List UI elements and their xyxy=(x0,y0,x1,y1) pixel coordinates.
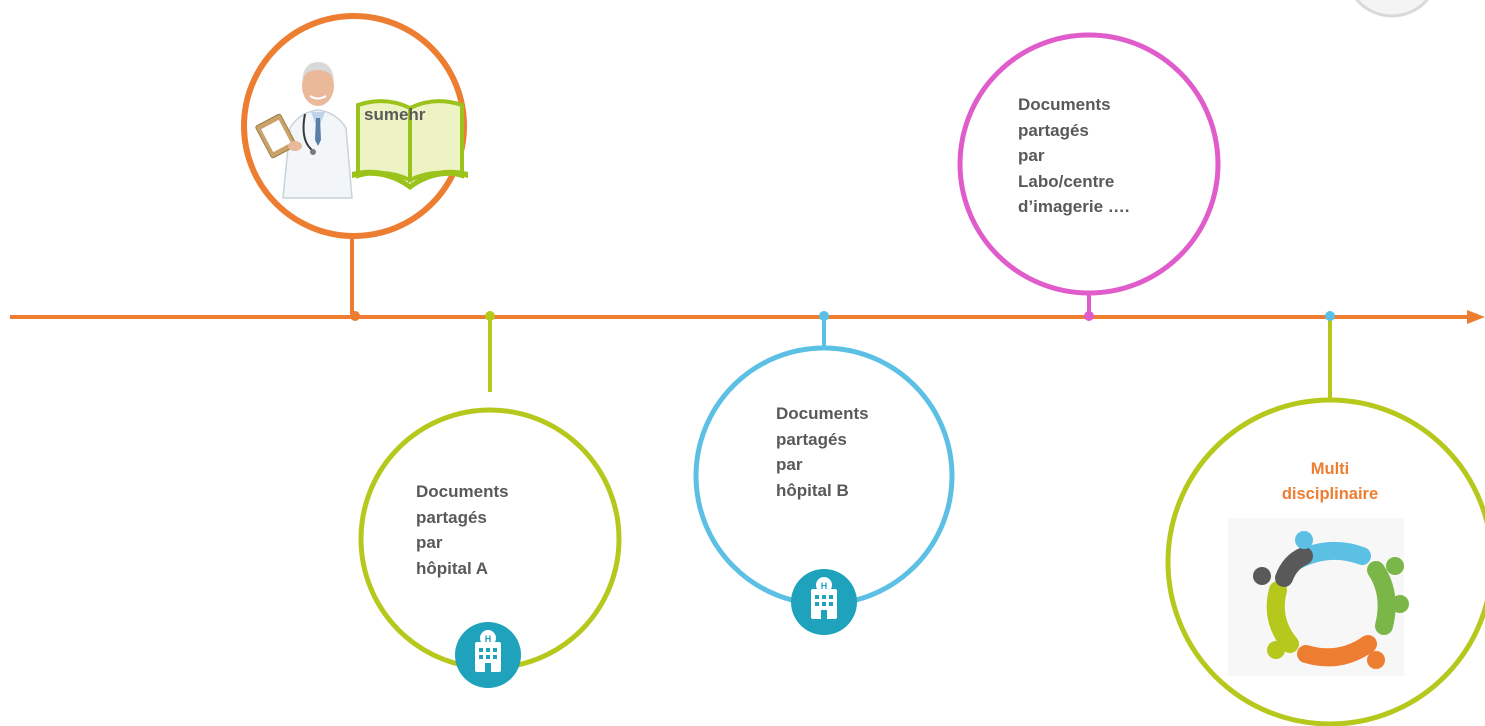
timeline-dot-multi xyxy=(1325,311,1335,321)
doctor-icon xyxy=(255,62,362,199)
timeline-dot-labo xyxy=(1084,311,1094,321)
timeline-arrowhead xyxy=(1467,310,1485,324)
svg-text:H: H xyxy=(821,581,828,591)
hospital-icon: H xyxy=(455,622,521,688)
circle-labo xyxy=(957,32,1221,296)
hospital-a-text: Documents partagés par hôpital A xyxy=(416,482,509,578)
corner-decoration xyxy=(1355,0,1429,18)
timeline-dot-hospital-a xyxy=(485,311,495,321)
hospital-icon: H xyxy=(791,569,857,635)
timeline-dot-sumehr xyxy=(350,311,360,321)
labo-text: Documents partagés par Labo/centre d’ima… xyxy=(1018,95,1130,216)
open-book-icon xyxy=(352,99,468,190)
sumehr-label: sumehr xyxy=(364,105,426,124)
timeline-dot-hospital-b xyxy=(819,311,829,321)
multi-text: Multi disciplinaire xyxy=(1281,460,1379,503)
svg-text:H: H xyxy=(485,634,492,644)
hospital-b-text: Documents partagés par hôpital B xyxy=(776,404,869,500)
team-circle-icon xyxy=(1228,518,1409,676)
